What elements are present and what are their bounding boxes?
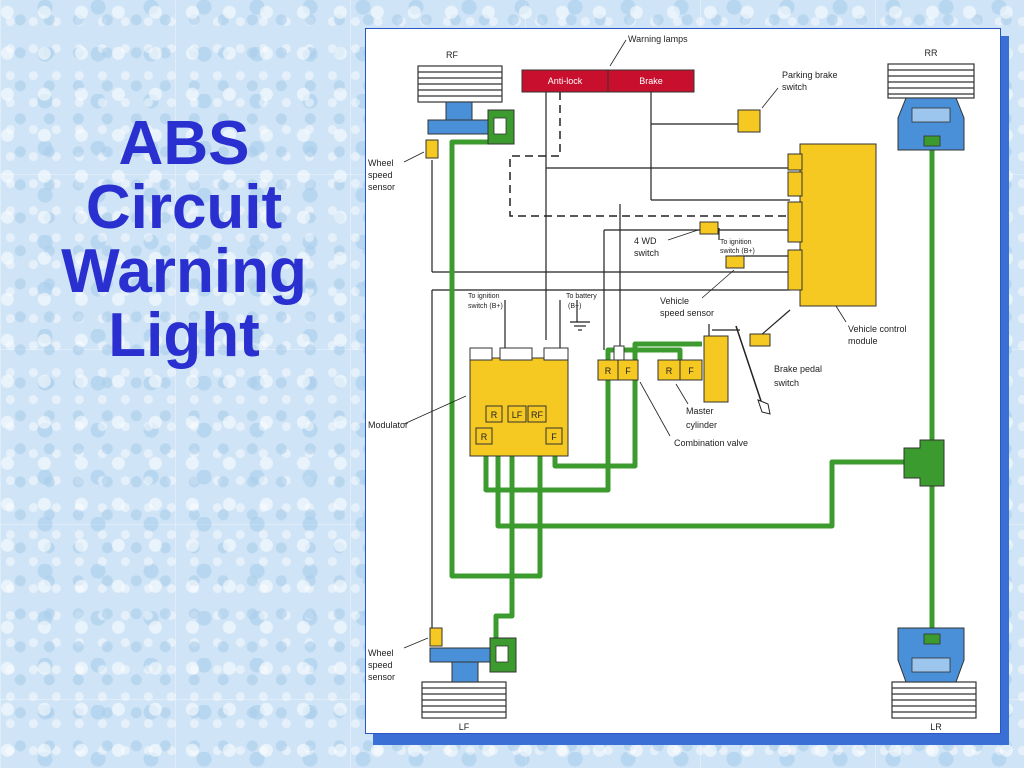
- parking-brake-label-2: switch: [782, 82, 807, 92]
- four-wd-label-1: 4 WD: [634, 236, 657, 246]
- combination-valve: R F: [597, 345, 639, 381]
- combo-port-f1: F: [625, 366, 631, 376]
- hub-rr: [897, 97, 965, 151]
- antilock-lamp-label: Anti-lock: [548, 76, 583, 86]
- caliper-lf: [429, 637, 517, 683]
- modulator-port-lf: LF: [512, 410, 523, 420]
- warning-lamps-label: Warning lamps: [628, 34, 688, 44]
- rear-junction: [903, 439, 945, 487]
- modulator-port-r2: R: [481, 432, 488, 442]
- wheel-speed-sensor-rf: [425, 139, 439, 159]
- ign-small-label-1: To ignition: [720, 239, 752, 246]
- brake-pedal-label-1: Brake pedal: [774, 364, 822, 374]
- brake-lamp-label: Brake: [639, 76, 663, 86]
- modulator-port-f: F: [551, 432, 557, 442]
- combo-port-r2: R: [666, 366, 673, 376]
- modulator: R LF RF R F: [469, 347, 569, 457]
- parking-brake-label-1: Parking brake: [782, 70, 838, 80]
- caliper-rf: [427, 101, 515, 145]
- wheel-lr: [891, 681, 977, 719]
- ign-modulator-label-2: switch (B+): [468, 303, 503, 310]
- brake-pedal-label-2: switch: [774, 378, 799, 388]
- wheel-speed-bottom-label-3: sensor: [368, 672, 395, 682]
- combination-valve-label: Combination valve: [674, 438, 748, 448]
- master-cylinder-label-1: Master: [686, 406, 714, 416]
- wheel-speed-bottom-label-1: Wheel: [368, 648, 394, 658]
- master-cylinder: R F: [657, 335, 729, 403]
- brake-pedal-switch: [749, 333, 771, 347]
- ign-modulator-label-1: To ignition: [468, 293, 500, 300]
- battery-label-2: (B+): [568, 303, 581, 310]
- wheel-lf-label: LF: [459, 722, 470, 732]
- antilock-dashed-line: [509, 92, 790, 217]
- hub-lr: [897, 627, 965, 683]
- vcm-label-1: Vehicle control: [848, 324, 907, 334]
- wheel-lf: [421, 681, 507, 719]
- wheel-rr-label: RR: [925, 48, 938, 58]
- title-line-4: Light: [108, 300, 260, 370]
- master-cylinder-label-2: cylinder: [686, 420, 717, 430]
- warning-lamps: Anti-lock Brake Warning lamps: [521, 34, 695, 93]
- wheel-speed-top-label-2: speed: [368, 170, 393, 180]
- parking-brake-switch: [737, 109, 761, 133]
- vehicle-speed-sensor: [725, 255, 745, 269]
- wheel-speed-top-label-1: Wheel: [368, 158, 394, 168]
- wheel-speed-bottom-label-2: speed: [368, 660, 393, 670]
- four-wd-switch: [699, 221, 719, 235]
- combo-port-r1: R: [605, 366, 612, 376]
- wheel-rf-label: RF: [446, 50, 458, 60]
- battery-label-1: To battery: [566, 293, 597, 300]
- vss-label-1: Vehicle: [660, 296, 689, 306]
- vss-label-2: speed sensor: [660, 308, 714, 318]
- modulator-port-rf: RF: [531, 410, 543, 420]
- wheel-rf: [417, 65, 503, 103]
- title-line-3: Warning: [61, 236, 307, 306]
- modulator-port-r1: R: [491, 410, 498, 420]
- wheel-rr: [887, 63, 975, 99]
- modulator-label: Modulator: [368, 420, 408, 430]
- four-wd-label-2: switch: [634, 248, 659, 258]
- wheel-speed-top-label-3: sensor: [368, 182, 395, 192]
- vehicle-control-module: [787, 143, 877, 307]
- combo-port-f2: F: [688, 366, 694, 376]
- title-line-1: ABS: [118, 109, 250, 178]
- vcm-label-2: module: [848, 336, 878, 346]
- wheel-speed-sensor-lf: [429, 627, 443, 647]
- title-line-2: Circuit: [85, 172, 283, 242]
- ign-small-label-2: switch (B+): [720, 248, 755, 255]
- slide-title: ABS Circuit Warning Light: [18, 112, 350, 367]
- wheel-lr-label: LR: [930, 722, 942, 732]
